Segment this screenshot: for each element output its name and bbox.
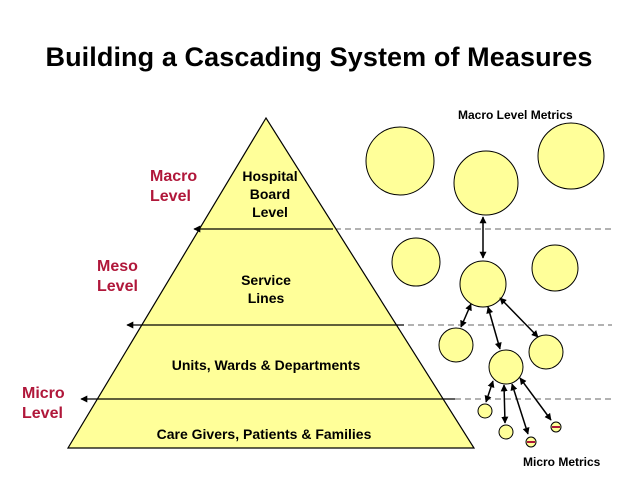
level-label-micro-line2: Level (22, 405, 63, 422)
tier-label-board-line3: Level (252, 204, 288, 220)
level-label-meso-line2: Level (97, 278, 138, 295)
connector-unit-micro-1 (484, 380, 495, 403)
metric-circle-macro-right (537, 122, 605, 190)
metric-circle-meso-center (459, 260, 507, 308)
metric-circle-micro-2 (498, 424, 514, 440)
tier-label-service-line2: Lines (248, 290, 285, 306)
diagram-title: Building a Cascading System of Measures (45, 42, 593, 72)
micro-mark-2 (552, 426, 560, 428)
tier-label-service-line1: Service (241, 272, 291, 288)
metric-circle-unit-left (438, 327, 474, 363)
metric-circle-unit-right (528, 334, 564, 370)
macro-metrics-label: Macro Level Metrics (458, 108, 573, 122)
tier-label-units: Units, Wards & Departments (172, 357, 361, 373)
connector-meso-unit-right (499, 297, 539, 338)
metric-circle-macro-center (453, 150, 519, 216)
metric-circle-meso-left (391, 237, 441, 287)
tier-label-care: Care Givers, Patients & Families (157, 426, 372, 442)
connector-meso-unit-center (486, 306, 502, 350)
micro-metrics-label: Micro Metrics (523, 455, 601, 469)
level-label-macro-line2: Level (150, 188, 191, 205)
connector-unit-micro-4 (519, 377, 552, 421)
metric-circle-meso-right (531, 244, 579, 292)
tier-label-board-line2: Board (250, 186, 290, 202)
level-label-meso-line1: Meso (97, 258, 138, 275)
connector-meso-unit-left (460, 303, 472, 328)
connector-unit-micro-3 (510, 383, 530, 435)
level-label-macro-line1: Macro (150, 168, 197, 185)
metric-circle-unit-center (488, 349, 524, 385)
metric-circle-micro-1 (477, 403, 493, 419)
metric-circle-macro-left (365, 126, 435, 196)
level-label-micro-line1: Micro (22, 385, 65, 402)
connector-unit-micro-2 (500, 384, 509, 424)
pyramid (66, 116, 476, 449)
micro-mark-1 (527, 441, 535, 443)
tier-label-board-line1: Hospital (242, 168, 297, 184)
